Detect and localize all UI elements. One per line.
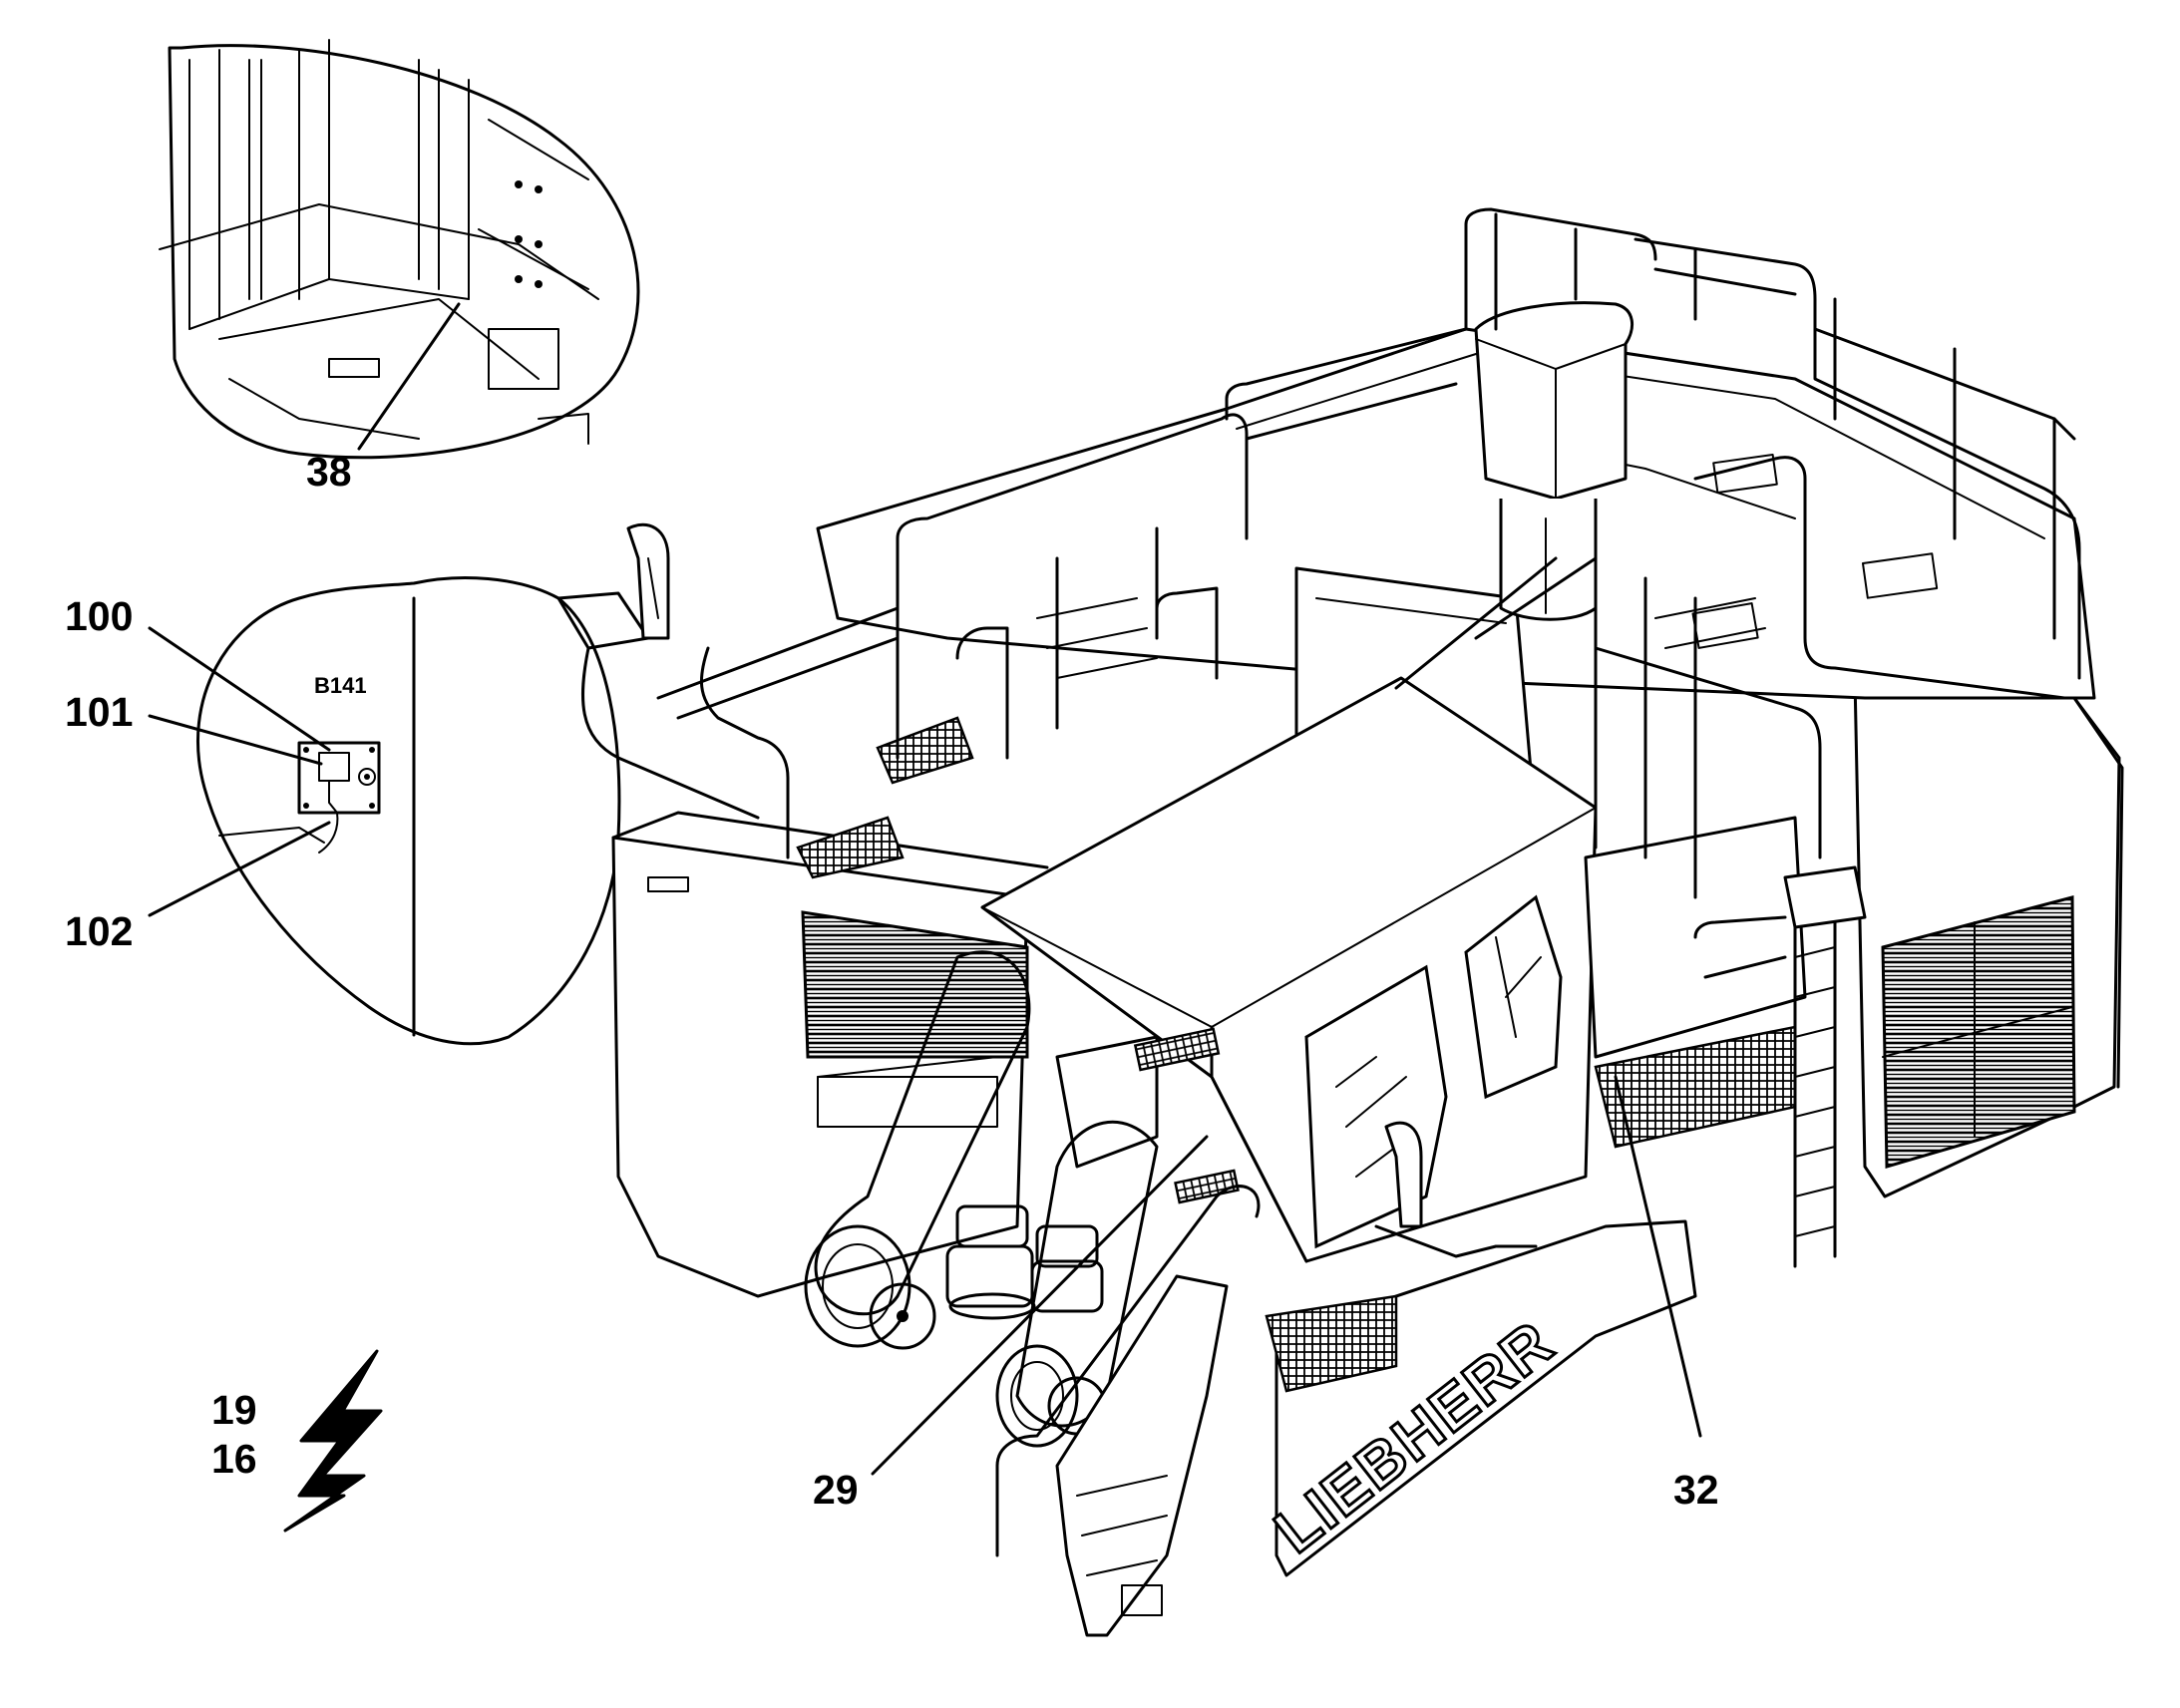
callout-19: 19 [211, 1387, 257, 1433]
callout-38: 38 [306, 449, 352, 495]
callout-29: 29 [813, 1467, 859, 1513]
excavator-upper-carriage: LIEBHERR [556, 207, 2124, 1637]
access-ladder [1783, 865, 1867, 1268]
lightning-bolt-icon [283, 1349, 383, 1533]
detail-view-38 [159, 39, 640, 460]
callout-16: 16 [211, 1436, 257, 1482]
left-mirror [556, 522, 760, 820]
guard-rails [656, 207, 2081, 979]
pulley-drive [804, 950, 1159, 1448]
sensor-label-b141: B141 [314, 673, 367, 698]
operator-cab [980, 676, 1598, 1263]
detail-view-b141 [148, 576, 621, 1046]
leader-32 [1614, 1075, 1702, 1438]
access-stairs [995, 1185, 1261, 1637]
leader-29 [871, 1135, 1209, 1476]
callout-32: 32 [1673, 1467, 1719, 1513]
exhaust-muffler [1474, 301, 1635, 621]
callout-101: 101 [65, 689, 133, 735]
callout-100: 100 [65, 593, 133, 639]
callout-102: 102 [65, 908, 133, 954]
right-mirror [1374, 1121, 1538, 1258]
